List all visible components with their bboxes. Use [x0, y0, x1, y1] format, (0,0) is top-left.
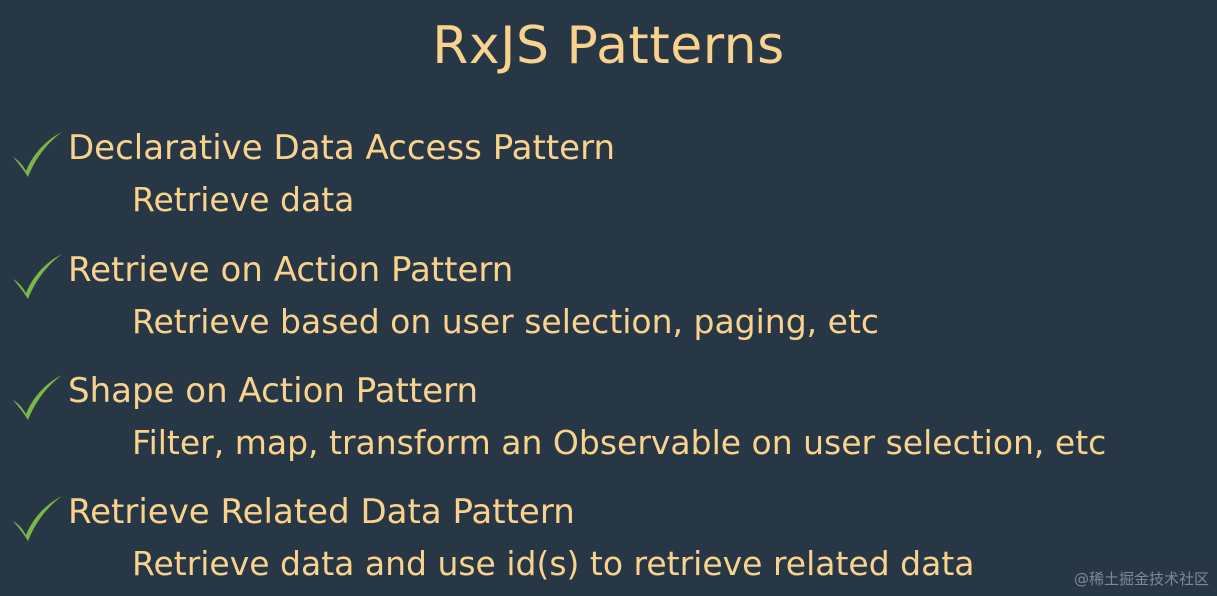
checkmark-icon — [10, 494, 64, 544]
pattern-heading: Declarative Data Access Pattern — [68, 128, 616, 168]
pattern-heading: Retrieve Related Data Pattern — [68, 492, 575, 532]
pattern-description: Retrieve data and use id(s) to retrieve … — [132, 544, 975, 583]
checkmark-icon — [10, 252, 64, 302]
pattern-description: Retrieve based on user selection, paging… — [132, 302, 880, 341]
watermark-label: @稀土掘金技术社区 — [1073, 570, 1209, 588]
pattern-heading: Shape on Action Pattern — [68, 371, 479, 411]
checkmark-icon — [10, 373, 64, 423]
checkmark-icon — [10, 130, 64, 180]
slide-title: RxJS Patterns — [432, 16, 785, 76]
pattern-description: Filter, map, transform an Observable on … — [132, 423, 1107, 462]
pattern-heading: Retrieve on Action Pattern — [68, 250, 514, 290]
pattern-description: Retrieve data — [132, 180, 355, 219]
